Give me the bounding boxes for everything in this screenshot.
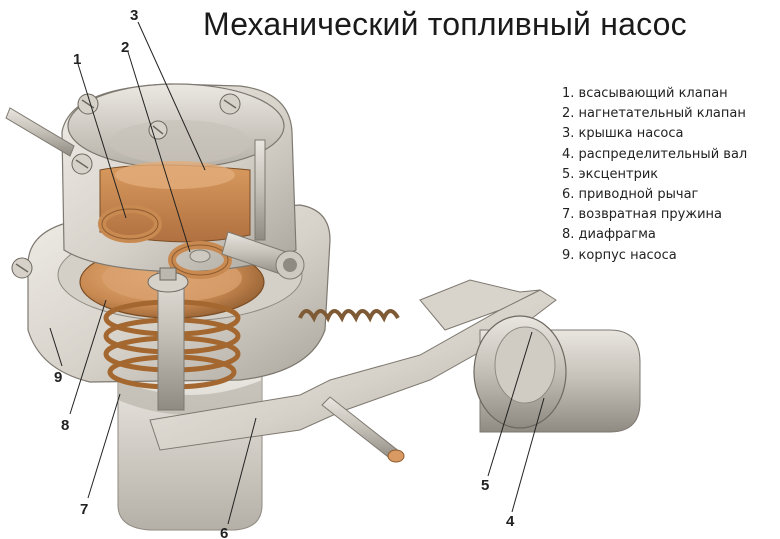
drive-lever bbox=[149, 279, 557, 451]
callout-numbers: 1 2 3 4 5 6 7 8 9 bbox=[54, 7, 515, 539]
callout-7: 7 bbox=[80, 501, 88, 518]
lever-spring bbox=[298, 309, 400, 323]
callout-3: 3 bbox=[130, 7, 138, 24]
legend-item-camshaft: 4. распределительный вал bbox=[562, 146, 748, 162]
legend-item-drive-lever: 6. приводной рычаг bbox=[562, 187, 699, 203]
pump-cover bbox=[67, 83, 285, 169]
callout-9: 9 bbox=[54, 369, 62, 386]
legend-item-pump-housing: 9. корпус насоса bbox=[562, 247, 677, 263]
pump-body-lower bbox=[117, 369, 263, 531]
callout-4: 4 bbox=[506, 513, 515, 530]
legend-item-suction-valve: 1. всасывающий клапан bbox=[562, 86, 728, 101]
center-nut bbox=[147, 267, 189, 293]
valve-chamber bbox=[99, 161, 251, 243]
callout-5: 5 bbox=[481, 477, 489, 494]
legend-item-return-spring: 7. возвратная пружина bbox=[562, 207, 723, 223]
callout-2: 2 bbox=[121, 39, 129, 56]
screw-slots bbox=[15, 99, 237, 273]
cover-stud bbox=[254, 139, 266, 241]
delivery-valve bbox=[168, 241, 232, 279]
callout-1: 1 bbox=[73, 51, 81, 68]
callout-6: 6 bbox=[220, 525, 228, 539]
legend-item-eccentric: 5. эксцентрик bbox=[562, 166, 659, 182]
camshaft bbox=[473, 315, 641, 433]
callout-leaders bbox=[49, 21, 545, 525]
parts-legend: 1. всасывающий клапан 2. нагнетательный … bbox=[562, 84, 747, 266]
legend-item-delivery-valve: 2. нагнетательный клапан bbox=[562, 106, 746, 122]
legend-item-pump-cover: 3. крышка насоса bbox=[562, 126, 684, 142]
diagram-title: Механический топливный насос bbox=[203, 6, 687, 42]
suction-valve bbox=[98, 205, 162, 243]
inlet-pipe bbox=[5, 107, 75, 157]
legend-item-diaphragm: 8. диафрагма bbox=[562, 227, 656, 243]
callout-8: 8 bbox=[61, 417, 69, 434]
lever-pin bbox=[321, 396, 405, 463]
outlet-pipe bbox=[221, 231, 305, 280]
